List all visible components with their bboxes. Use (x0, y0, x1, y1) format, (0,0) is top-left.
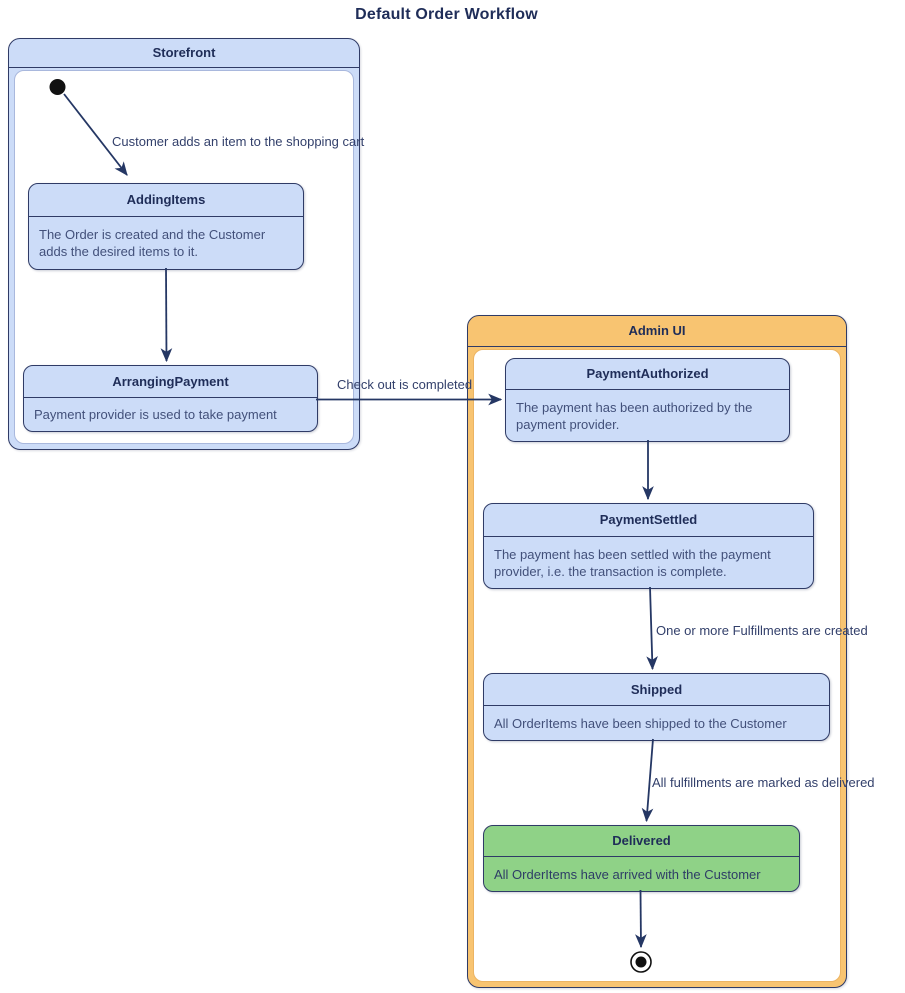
state-shipped-name: Shipped (484, 674, 829, 706)
state-arranging-payment: ArrangingPayment Payment provider is use… (23, 365, 318, 432)
diagram-title: Default Order Workflow (355, 6, 538, 23)
state-adding-items: AddingItems The Order is created and the… (28, 183, 304, 270)
state-adding-items-description: The Order is created and the Customer ad… (39, 227, 266, 259)
transition-label-add-item: Customer adds an item to the shopping ca… (112, 134, 365, 149)
transition-label-marked-delivered: All fulfillments are marked as delivered (652, 775, 875, 790)
state-delivered-name: Delivered (484, 826, 799, 857)
state-shipped-description: All OrderItems have been shipped to the … (494, 715, 787, 731)
state-arranging-payment-name: ArrangingPayment (24, 366, 317, 398)
state-adding-items-name: AddingItems (29, 184, 303, 217)
state-payment-settled-name: PaymentSettled (484, 504, 813, 537)
state-payment-authorized-name: PaymentAuthorized (506, 359, 789, 390)
state-arranging-payment-description: Payment provider is used to take payment (34, 407, 277, 422)
container-admin-ui-title: Admin UI (468, 316, 846, 347)
state-delivered-description: All OrderItems have arrived with the Cus… (494, 866, 761, 882)
state-payment-authorized-description: The payment has been authorized by the p… (516, 399, 753, 432)
state-shipped: Shipped All OrderItems have been shipped… (483, 673, 830, 741)
transition-label-fulfillments: One or more Fulfillments are created (656, 623, 868, 638)
state-payment-authorized: PaymentAuthorized The payment has been a… (505, 358, 790, 442)
container-storefront-title: Storefront (9, 39, 359, 68)
state-payment-settled-description: The payment has been settled with the pa… (494, 546, 771, 579)
state-delivered: Delivered All OrderItems have arrived wi… (483, 825, 800, 892)
transition-label-checkout: Check out is completed (337, 377, 473, 392)
state-payment-settled: PaymentSettled The payment has been sett… (483, 503, 814, 589)
